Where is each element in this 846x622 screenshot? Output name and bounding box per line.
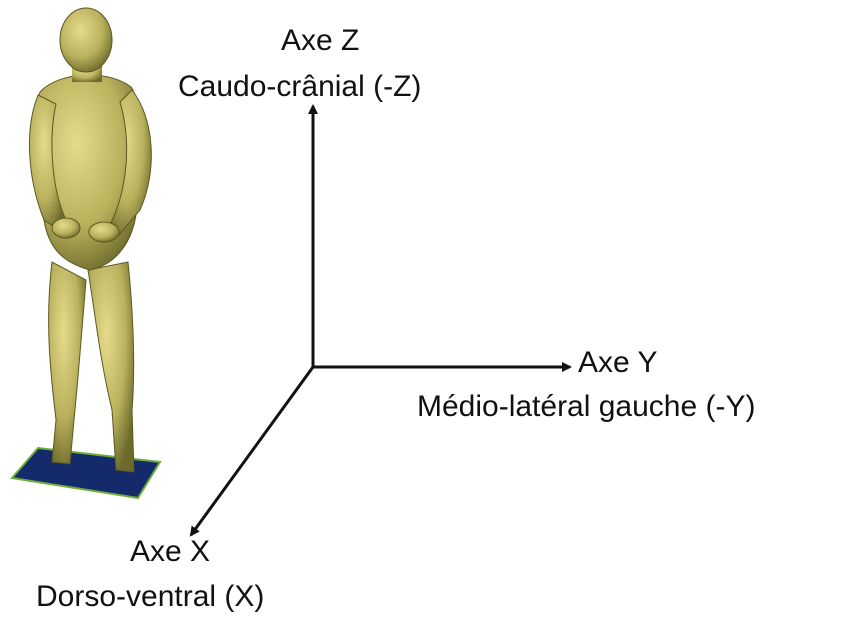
y-axis-title: Axe Y xyxy=(578,346,658,380)
z-axis-subtitle: Caudo-crânial (-Z) xyxy=(178,70,421,104)
x-axis-arrow xyxy=(191,367,313,535)
platform xyxy=(12,448,160,498)
y-axis-subtitle: Médio-latéral gauche (-Y) xyxy=(417,390,755,424)
x-axis-subtitle: Dorso-ventral (X) xyxy=(36,580,264,614)
human-figure xyxy=(12,8,160,498)
x-axis-title: Axe X xyxy=(130,535,210,569)
axis-system xyxy=(191,106,570,535)
z-axis-title: Axe Z xyxy=(281,24,359,58)
